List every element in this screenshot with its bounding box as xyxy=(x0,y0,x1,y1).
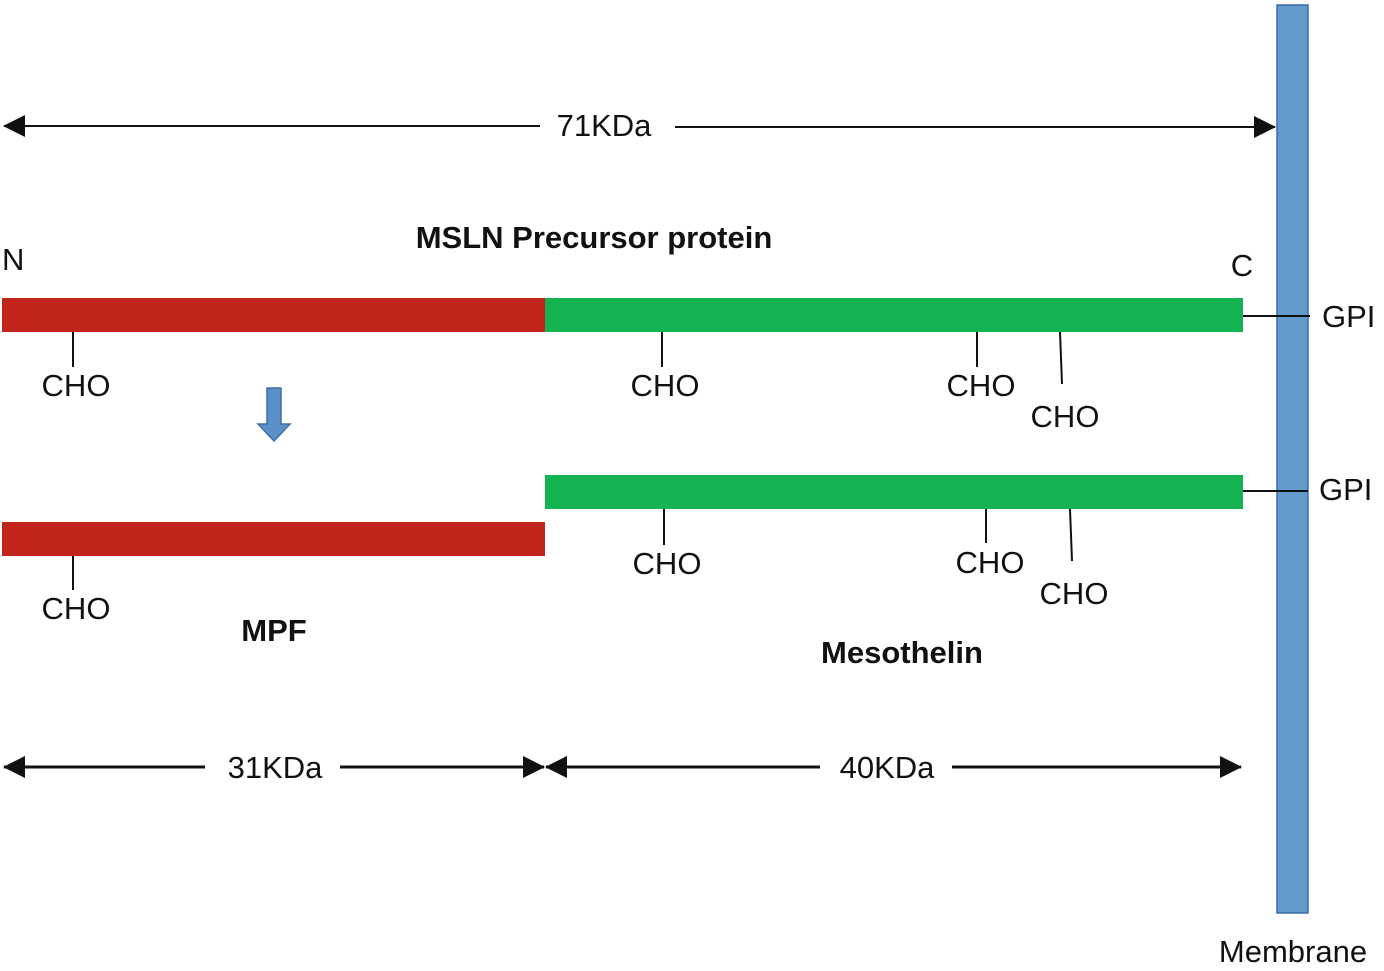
glycosylation-label: CHO xyxy=(1040,576,1109,611)
glycosylation-label: CHO xyxy=(633,546,702,581)
membrane-label: Membrane xyxy=(1219,934,1367,969)
glycosylation-tick xyxy=(1059,331,1063,385)
mesothelin-label: Mesothelin xyxy=(821,635,983,670)
glycosylation-label: CHO xyxy=(42,368,111,403)
glycosylation-label: CHO xyxy=(1031,399,1100,434)
mpf-segment xyxy=(2,522,545,556)
precursor-title: MSLN Precursor protein xyxy=(416,220,773,255)
n-terminus-label: N xyxy=(2,242,24,277)
glycosylation-label: CHO xyxy=(956,545,1025,580)
mesothelin-segment xyxy=(545,475,1243,509)
glycosylation-label: CHO xyxy=(631,368,700,403)
cleavage-arrow-icon xyxy=(256,387,292,443)
mpf-label: MPF xyxy=(241,613,306,648)
membrane-bar xyxy=(1276,4,1309,914)
gpi-label-top: GPI xyxy=(1322,299,1375,334)
c-terminus-label: C xyxy=(1231,248,1253,283)
gpi-label-bottom: GPI xyxy=(1319,472,1372,507)
glycosylation-tick xyxy=(1069,508,1073,562)
total-size-label: 71KDa xyxy=(557,108,653,143)
mpf-size-label: 31KDa xyxy=(228,750,324,785)
mesothelin-size-label: 40KDa xyxy=(840,750,936,785)
precursor-mpf-segment xyxy=(2,298,545,332)
glycosylation-label: CHO xyxy=(947,368,1016,403)
precursor-mesothelin-segment xyxy=(545,298,1243,332)
glycosylation-label: CHO xyxy=(42,591,111,626)
